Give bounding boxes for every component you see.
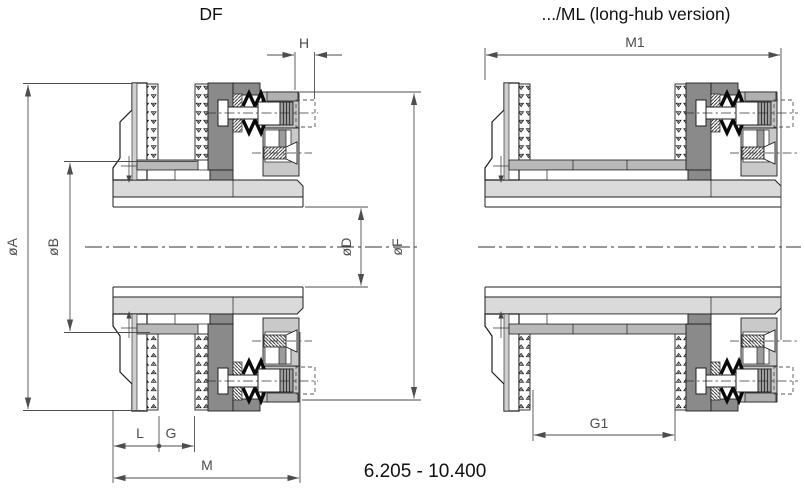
dim-label-l: L <box>136 425 144 441</box>
dim-label-g1: G1 <box>590 415 609 431</box>
dim-label-m: M <box>201 457 213 473</box>
left-view-title: DF <box>199 4 222 24</box>
right-view-dimensions <box>484 48 782 441</box>
dim-label-g: G <box>166 425 177 441</box>
dim-label-dia-d: øD <box>338 238 354 257</box>
dim-label-h: H <box>299 35 309 51</box>
dim-label-dia-a: øA <box>4 237 20 256</box>
left-view-dimensions <box>23 51 421 483</box>
right-view-ml <box>478 81 801 413</box>
dim-label-dia-f: øF <box>389 238 405 255</box>
right-view-title: .../ML (long-hub version) <box>541 4 730 24</box>
page-reference: 6.205 - 10.400 <box>364 461 487 482</box>
dim-label-dia-b: øB <box>45 238 61 256</box>
dim-label-m1: M1 <box>625 34 645 50</box>
